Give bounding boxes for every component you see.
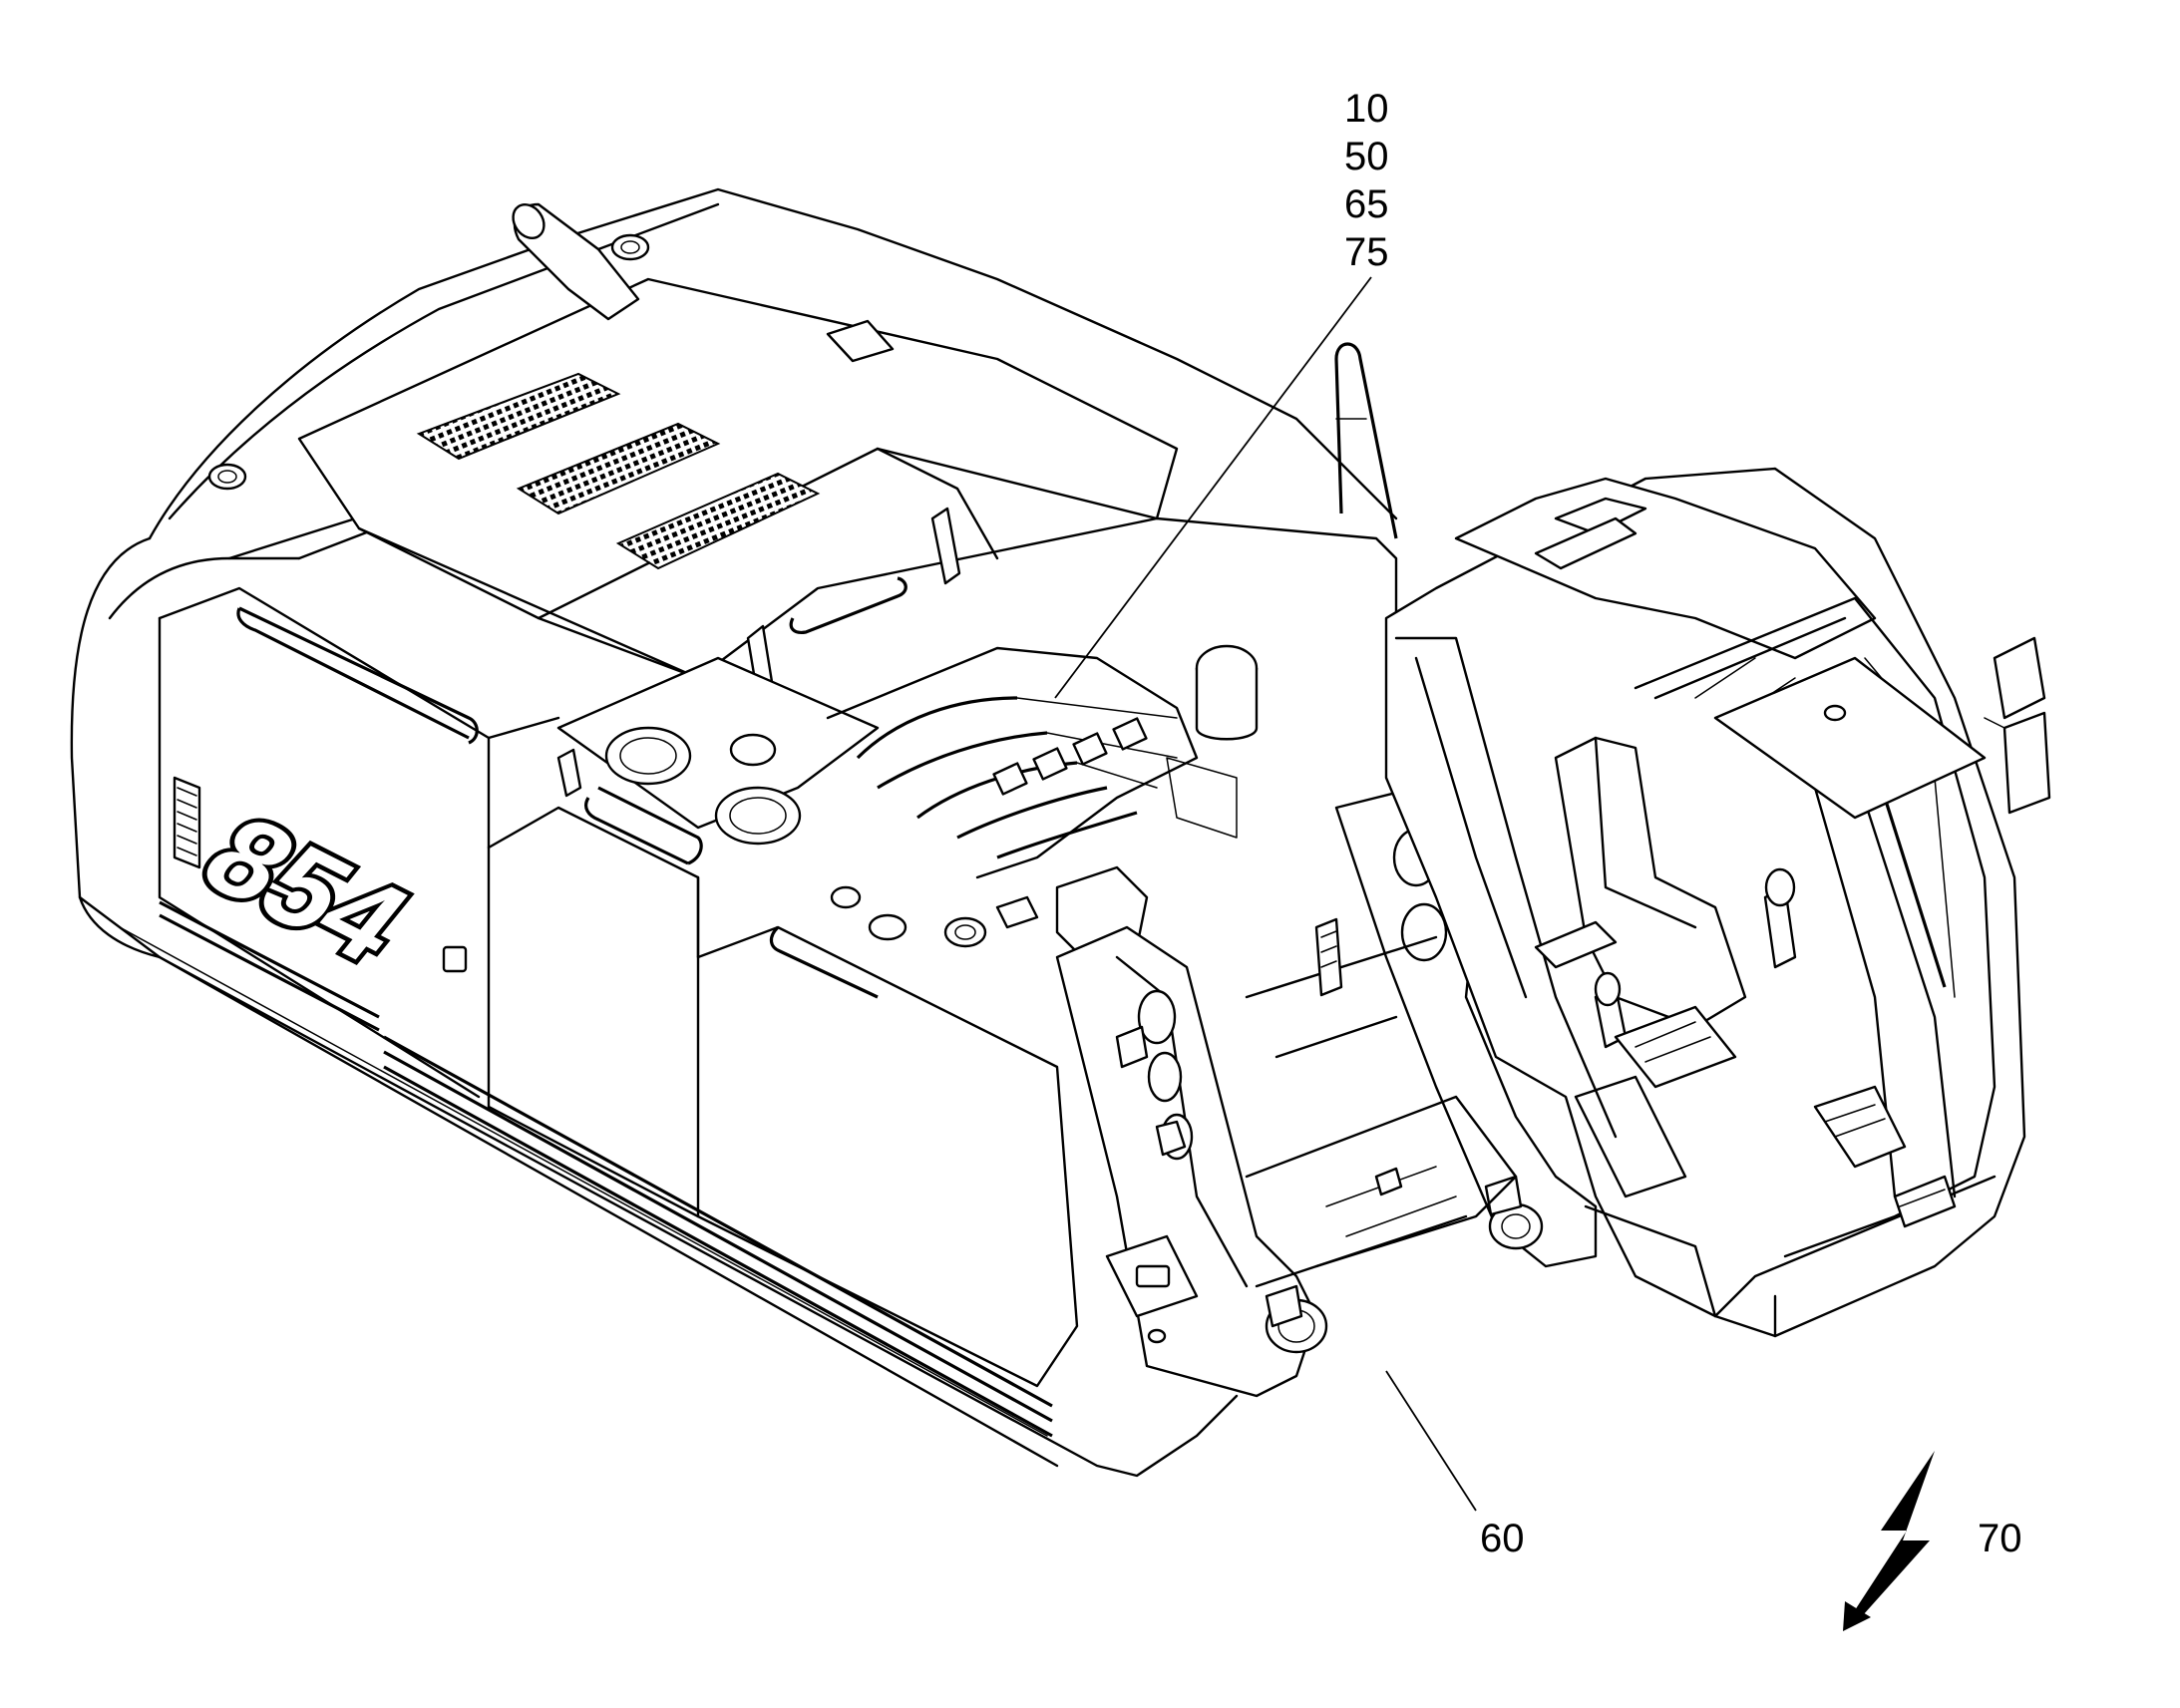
leader-line-60 — [1385, 1370, 1477, 1512]
ref-numeral-50: 50 — [1344, 135, 1389, 178]
engine-hood — [297, 277, 1179, 700]
reference-labels: 10 50 65 75 60 70 — [1054, 87, 2022, 1631]
tank-deck — [556, 656, 1039, 948]
exhaust-stack — [512, 202, 640, 321]
top-caps — [207, 233, 650, 491]
ref-numeral-70: 70 — [1978, 1517, 2022, 1560]
ref-numeral-65: 65 — [1344, 182, 1389, 226]
body-handrails — [236, 606, 879, 999]
ref-numeral-75: 75 — [1344, 230, 1389, 274]
model-badge: 854 — [174, 789, 438, 989]
side-stripes — [159, 900, 1053, 1438]
ref-numeral-60: 60 — [1480, 1517, 1525, 1560]
leader-line-stack — [1054, 276, 1372, 699]
boom-foot-frame — [1055, 786, 1598, 1398]
model-badge-text: 854 — [178, 794, 433, 985]
key-lock-icon — [442, 945, 468, 973]
engine-bay-components — [826, 644, 1259, 964]
handrail-tower — [1155, 342, 1398, 800]
lightning-bolt-arrowhead — [1843, 1601, 1871, 1631]
side-vent — [173, 776, 468, 973]
ref-numeral-10: 10 — [1344, 87, 1389, 131]
lightning-bolt-icon — [1847, 1451, 1935, 1625]
operator-cab — [1384, 467, 2051, 1338]
